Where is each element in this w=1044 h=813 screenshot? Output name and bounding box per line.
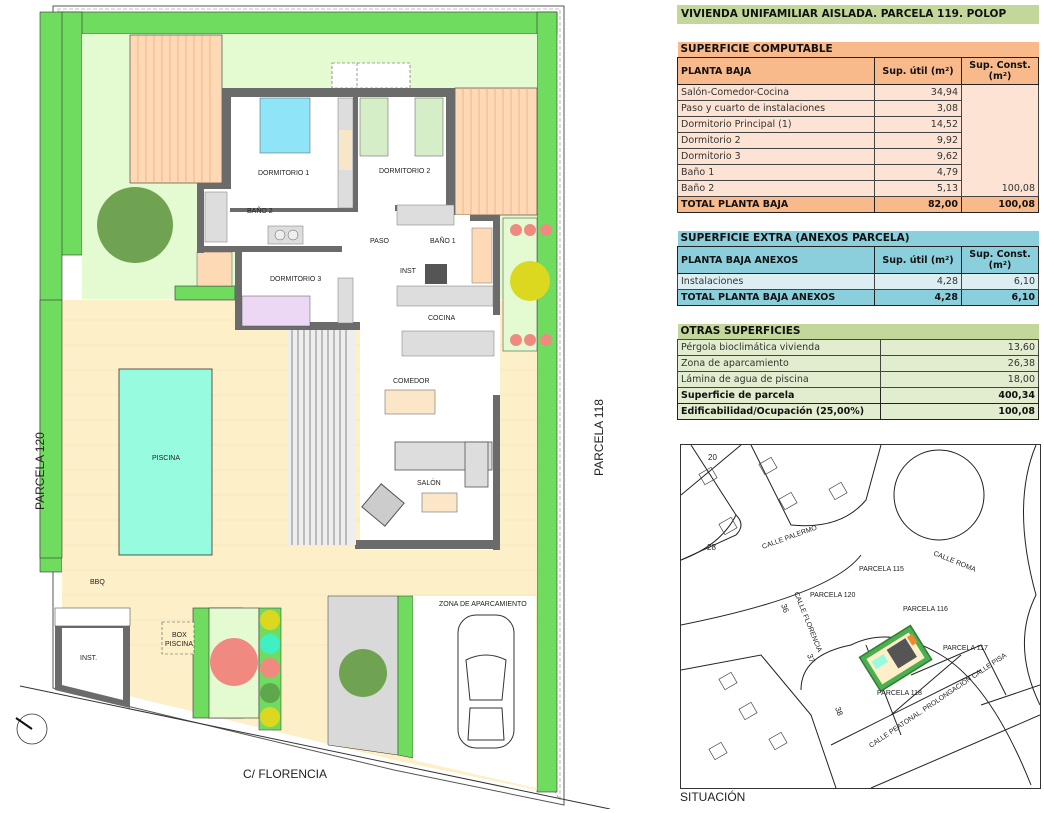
- edificabilidad-value: 100,08: [880, 403, 1039, 420]
- room-label-box-piscina: PISCINA: [165, 641, 194, 648]
- table-row: Dormitorio 3 9,62: [677, 148, 1039, 165]
- row-const: 6,10: [961, 273, 1039, 290]
- col-header-sup-util: Sup. útil (m²): [874, 57, 962, 85]
- room-label-inst-small: INST: [400, 268, 416, 275]
- table-row: Dormitorio 2 9,92: [677, 132, 1039, 149]
- edificabilidad-row: Edificabilidad/Ocupación (25,00%) 100,08: [677, 403, 1039, 420]
- total-name: TOTAL PLANTA BAJA: [677, 196, 875, 213]
- col-header-sup-const: Sup. Const. (m²): [961, 57, 1039, 85]
- room-label-box: BOX: [172, 632, 187, 639]
- project-title: VIVIENDA UNIFAMILIAR AISLADA. PARCELA 11…: [677, 5, 1039, 24]
- col-header-anexos: PLANTA BAJA ANEXOS: [677, 246, 875, 274]
- room-label-paso: PASO: [370, 238, 389, 245]
- total-util: 4,28: [874, 289, 962, 306]
- row-name: Dormitorio 2: [677, 132, 875, 149]
- total-const: 100,08: [961, 196, 1039, 213]
- row-util: 14,52: [874, 116, 962, 133]
- edificabilidad-name: Edificabilidad/Ocupación (25,00%): [677, 403, 881, 420]
- street-label-florencia: C/ FLORENCIA: [243, 767, 328, 781]
- row-name: Instalaciones: [677, 273, 875, 290]
- row-name: Dormitorio 3: [677, 148, 875, 165]
- table-row: Dormitorio Principal (1) 14,52: [677, 116, 1039, 133]
- situation-map-drawing: CALLE PALERMO CALLE ROMA CALLE FLORENCIA…: [681, 445, 1040, 788]
- map-number-37: 37: [805, 653, 817, 665]
- map-parcela-116: PARCELA 116: [903, 606, 948, 613]
- room-label-salon: SALÓN: [417, 480, 441, 487]
- boundary-label-parcela-120: PARCELA 120: [33, 432, 47, 510]
- computable-section-title: SUPERFICIE COMPUTABLE: [677, 42, 1039, 58]
- table-row: Pérgola bioclimática vivienda 13,60: [677, 339, 1039, 356]
- row-util: 5,13: [874, 180, 962, 197]
- map-caption: SITUACIÓN: [680, 790, 746, 804]
- table-row: Baño 2 5,13: [677, 180, 1039, 197]
- surface-tables: VIVIENDA UNIFAMILIAR AISLADA. PARCELA 11…: [677, 5, 1039, 420]
- total-row: TOTAL PLANTA BAJA 82,00 100,08: [677, 196, 1039, 213]
- map-parcela-118: PARCELA 118: [877, 690, 922, 697]
- map-street-florencia: CALLE FLORENCIA: [792, 591, 823, 653]
- room-label-zona-aparcamiento: ZONA DE APARCAMIENTO: [439, 601, 527, 608]
- map-number-38: 38: [833, 706, 845, 718]
- row-name: Baño 2: [677, 180, 875, 197]
- extra-section-title: SUPERFICIE EXTRA (ANEXOS PARCELA): [677, 231, 1039, 247]
- extra-table: SUPERFICIE EXTRA (ANEXOS PARCELA) PLANTA…: [677, 231, 1039, 306]
- room-label-piscina: PISCINA: [152, 455, 181, 462]
- room-label-bano-2: BAÑO 2: [247, 208, 273, 215]
- otras-section-title: OTRAS SUPERFICIES: [677, 324, 1039, 340]
- total-util: 82,00: [874, 196, 962, 213]
- total-row: TOTAL PLANTA BAJA ANEXOS 4,28 6,10: [677, 289, 1039, 306]
- parcela-name: Superficie de parcela: [677, 387, 881, 404]
- row-util: 4,28: [874, 273, 962, 290]
- col-header-sup-const: Sup. Const. (m²): [961, 246, 1039, 274]
- col-header-planta-baja: PLANTA BAJA: [677, 57, 875, 85]
- row-value: 26,38: [880, 355, 1039, 372]
- row-name: Salón-Comedor-Cocina: [677, 84, 875, 101]
- row-const: 100,08: [961, 84, 1039, 197]
- row-value: 13,60: [880, 339, 1039, 356]
- room-label-dormitorio-3: DORMITORIO 3: [270, 276, 322, 283]
- map-number-28: 28: [707, 543, 716, 552]
- map-number-20: 20: [708, 453, 717, 462]
- row-name: Lámina de agua de piscina: [677, 371, 881, 388]
- map-parcela-120: PARCELA 120: [810, 592, 856, 599]
- room-label-dormitorio-2: DORMITORIO 2: [379, 168, 431, 175]
- col-header-sup-util: Sup. útil (m²): [874, 246, 962, 274]
- parcela-value: 400,34: [880, 387, 1039, 404]
- row-util: 9,92: [874, 132, 962, 149]
- boundary-label-parcela-118: PARCELA 118: [592, 399, 606, 476]
- map-parcela-117: PARCELA 117: [943, 645, 988, 652]
- parcela-row: Superficie de parcela 400,34: [677, 387, 1039, 404]
- otras-table: OTRAS SUPERFICIES Pérgola bioclimática v…: [677, 324, 1039, 420]
- computable-table: SUPERFICIE COMPUTABLE PLANTA BAJA Sup. ú…: [677, 42, 1039, 213]
- situation-map: CALLE PALERMO CALLE ROMA CALLE FLORENCIA…: [680, 444, 1041, 789]
- row-value: 18,00: [880, 371, 1039, 388]
- row-name: Zona de aparcamiento: [677, 355, 881, 372]
- row-util: 34,94: [874, 84, 962, 101]
- room-label-inst: INST.: [80, 655, 98, 662]
- map-street-palermo: CALLE PALERMO: [761, 524, 818, 551]
- room-label-cocina: COCINA: [428, 315, 456, 322]
- total-const: 6,10: [961, 289, 1039, 306]
- table-row: Salón-Comedor-Cocina 34,94 100,08: [677, 84, 1039, 197]
- floor-plan: DORMITORIO 1 DORMITORIO 2 BAÑO 2 PASO BA…: [15, 5, 611, 810]
- table-row: Instalaciones 4,28 6,10: [677, 273, 1039, 290]
- row-name: Paso y cuarto de instalaciones: [677, 100, 875, 117]
- table-row: Paso y cuarto de instalaciones 3,08: [677, 100, 1039, 117]
- total-name: TOTAL PLANTA BAJA ANEXOS: [677, 289, 875, 306]
- room-label-dormitorio-1: DORMITORIO 1: [258, 170, 310, 177]
- row-util: 3,08: [874, 100, 962, 117]
- row-util: 9,62: [874, 148, 962, 165]
- room-label-bano-1: BAÑO 1: [430, 238, 456, 245]
- room-label-bbq: BBQ: [90, 579, 105, 586]
- row-util: 4,79: [874, 164, 962, 181]
- row-name: Dormitorio Principal (1): [677, 116, 875, 133]
- row-name: Pérgola bioclimática vivienda: [677, 339, 881, 356]
- floor-plan-drawing: [15, 5, 611, 810]
- table-row: Zona de aparcamiento 26,38: [677, 355, 1039, 372]
- map-number-36: 36: [779, 603, 791, 615]
- row-name: Baño 1: [677, 164, 875, 181]
- table-row: Lámina de agua de piscina 18,00: [677, 371, 1039, 388]
- room-label-comedor: COMEDOR: [393, 378, 430, 385]
- map-street-roma: CALLE ROMA: [932, 550, 977, 574]
- map-parcela-115: PARCELA 115: [859, 566, 904, 573]
